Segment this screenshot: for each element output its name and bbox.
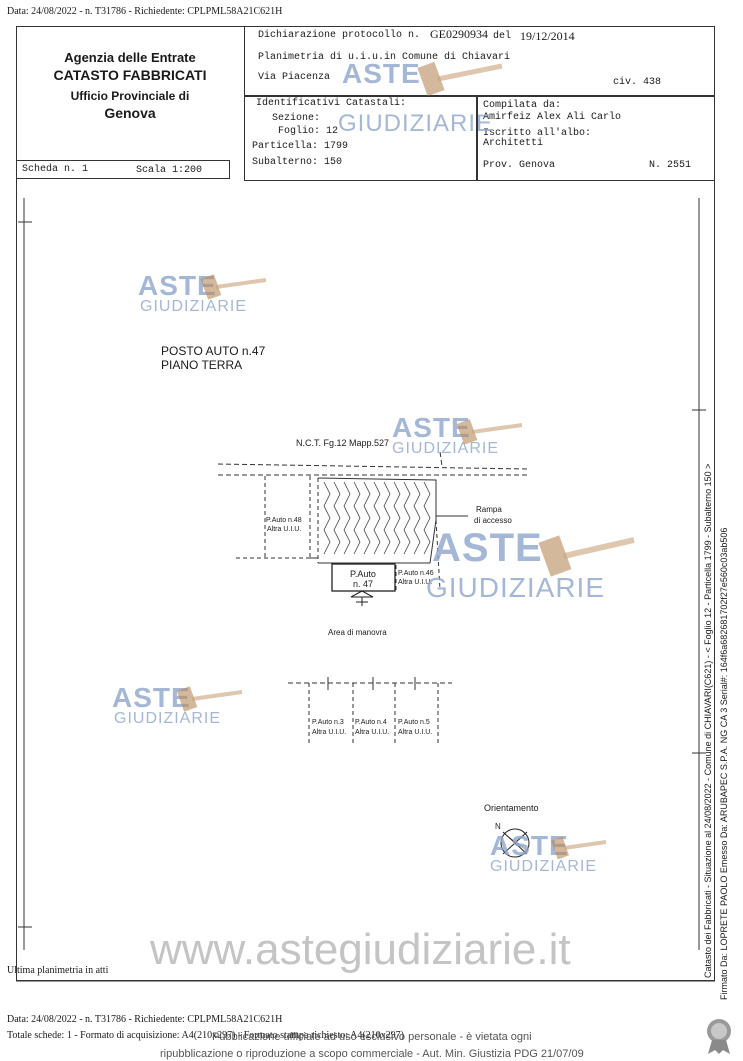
ramp-hatch-line <box>413 481 421 555</box>
pauto46-label2: Altra U.I.U. <box>398 579 433 586</box>
agency-line3: Ufficio Provinciale di <box>70 89 190 103</box>
ramp-hatch-line <box>323 481 331 555</box>
watermark-giudiziarie: GIUDIZIARIE <box>392 440 500 457</box>
pa5-label2: Altra U.I.U. <box>398 729 433 736</box>
protocol-number: GE0290934 <box>430 27 488 41</box>
address-civ: civ. 438 <box>613 77 662 88</box>
header-box-compilata <box>477 96 715 181</box>
ramp-hatch-line <box>393 481 401 555</box>
ident-sezione: Sezione: <box>272 113 321 124</box>
rampa-label2: di accesso <box>474 516 512 525</box>
compilata-albo: Architetti <box>483 138 544 149</box>
ramp-hatch-line <box>373 481 381 555</box>
watermark-aste: ASTE <box>342 58 421 89</box>
pa4-label1: P.Auto n.4 <box>355 719 387 726</box>
address-street: Via Piacenza <box>258 72 331 83</box>
scala-label: Scala 1:200 <box>136 165 203 176</box>
header-line: Data: 24/08/2022 - n. T31786 - Richieden… <box>7 6 283 17</box>
manovra-label: Area di manovra <box>328 628 387 637</box>
ramp-hatch-line <box>353 481 361 555</box>
scheda-box <box>16 160 230 179</box>
side-text-catasto: Catasto dei Fabbricati - Situazione al 2… <box>703 463 713 978</box>
ident-title: Identificativi Catastali: <box>256 98 407 109</box>
pauto48-label2: Altra U.I.U. <box>267 526 302 533</box>
pauto47-label2: n. 47 <box>353 579 374 589</box>
seal-icon <box>707 1019 731 1054</box>
watermark-giudiziarie: GIUDIZIARIE <box>114 710 222 727</box>
rampa-label1: Rampa <box>476 505 502 514</box>
gavel-icon <box>176 686 243 712</box>
footer-line3: ripubblicazione o riproduzione a scopo c… <box>160 1048 584 1060</box>
agency-line2: CATASTO FABBRICATI <box>53 67 207 83</box>
gavel-icon <box>538 535 635 577</box>
watermark-aste: ASTE <box>112 682 191 713</box>
pauto47-label1: P.Auto <box>350 569 376 579</box>
watermark-giudiziarie: GIUDIZIARIE <box>140 298 248 315</box>
ramp-hatching <box>323 481 431 555</box>
ramp-hatch-line <box>423 481 431 555</box>
ramp-hatch-line <box>333 481 341 555</box>
gavel-icon <box>456 419 523 445</box>
compilata-prov: Prov. Genova <box>483 160 556 171</box>
protocol-label: Dichiarazione protocollo n. <box>258 30 421 41</box>
ramp-hatch-line <box>343 481 351 555</box>
pauto48-label1: P.Auto n.48 <box>266 517 302 524</box>
compilata-iscritto: Iscritto all'albo: <box>483 128 592 139</box>
orientamento-label: Orientamento <box>484 803 539 813</box>
gavel-icon <box>200 274 267 300</box>
ramp-hatch-line <box>363 481 371 555</box>
ident-subalterno: Subalterno: 150 <box>252 157 343 168</box>
gavel-icon <box>550 836 607 860</box>
nct-label: N.C.T. Fg.12 Mapp.527 <box>296 438 390 448</box>
ramp-hatch-line <box>403 481 411 555</box>
gavel-icon <box>417 61 503 97</box>
agency-line4: Genova <box>104 105 156 121</box>
footer-line2: Totale schede: 1 - Formato di acquisizio… <box>7 1030 404 1041</box>
protocol-date: 19/12/2014 <box>520 29 575 43</box>
watermark-site: www.astegiudiziarie.it <box>150 925 571 974</box>
watermark-aste: ASTE <box>392 412 471 443</box>
watermark-giudiziarie: GIUDIZIARIE <box>338 110 494 137</box>
compilata-name: Amirfeiz Alex Ali Carlo <box>483 112 622 123</box>
watermark-giudiziarie: GIUDIZIARIE <box>426 572 606 603</box>
ramp-hatch-line <box>383 481 391 555</box>
plan-title1: POSTO AUTO n.47 <box>161 344 266 358</box>
pa3-label1: P.Auto n.3 <box>312 719 344 726</box>
north-compass <box>500 828 530 858</box>
plan-title2: PIANO TERRA <box>161 358 243 372</box>
watermark-giudiziarie: GIUDIZIARIE <box>490 858 598 875</box>
compilata-label: Compilata da: <box>483 100 562 111</box>
pa4-label2: Altra U.I.U. <box>355 729 390 736</box>
header-box-top <box>244 26 715 96</box>
watermark-aste: ASTE <box>432 526 543 570</box>
planimetria-text: Planimetria di u.i.u.in Comune di Chiava… <box>258 52 511 63</box>
watermark-aste: ASTE <box>138 270 217 301</box>
footer-line2-overlay: Pubblicazione ufficiale ad uso esclusivo… <box>212 1031 532 1043</box>
pa3-label2: Altra U.I.U. <box>312 729 347 736</box>
compilata-numero: N. 2551 <box>649 160 692 171</box>
footer-line1: Data: 24/08/2022 - n. T31786 - Richieden… <box>7 1014 283 1025</box>
north-label: N <box>495 822 501 831</box>
ident-foglio: Foglio: 12 <box>278 126 339 137</box>
ident-particella: Particella: 1799 <box>252 141 349 152</box>
agency-line1: Agenzia delle Entrate <box>64 50 196 65</box>
header-box-ident <box>244 96 477 181</box>
ultima-planimetria: Ultima planimetria in atti <box>7 965 109 976</box>
scheda-label: Scheda n. 1 <box>22 164 89 175</box>
pauto46-label1: P.Auto n.46 <box>398 570 434 577</box>
protocol-del: del <box>493 31 512 42</box>
pa5-label1: P.Auto n.5 <box>398 719 430 726</box>
side-text-firma: Firmato Da: LOPRETE PAOLO Emesso Da: ARU… <box>719 527 729 1000</box>
